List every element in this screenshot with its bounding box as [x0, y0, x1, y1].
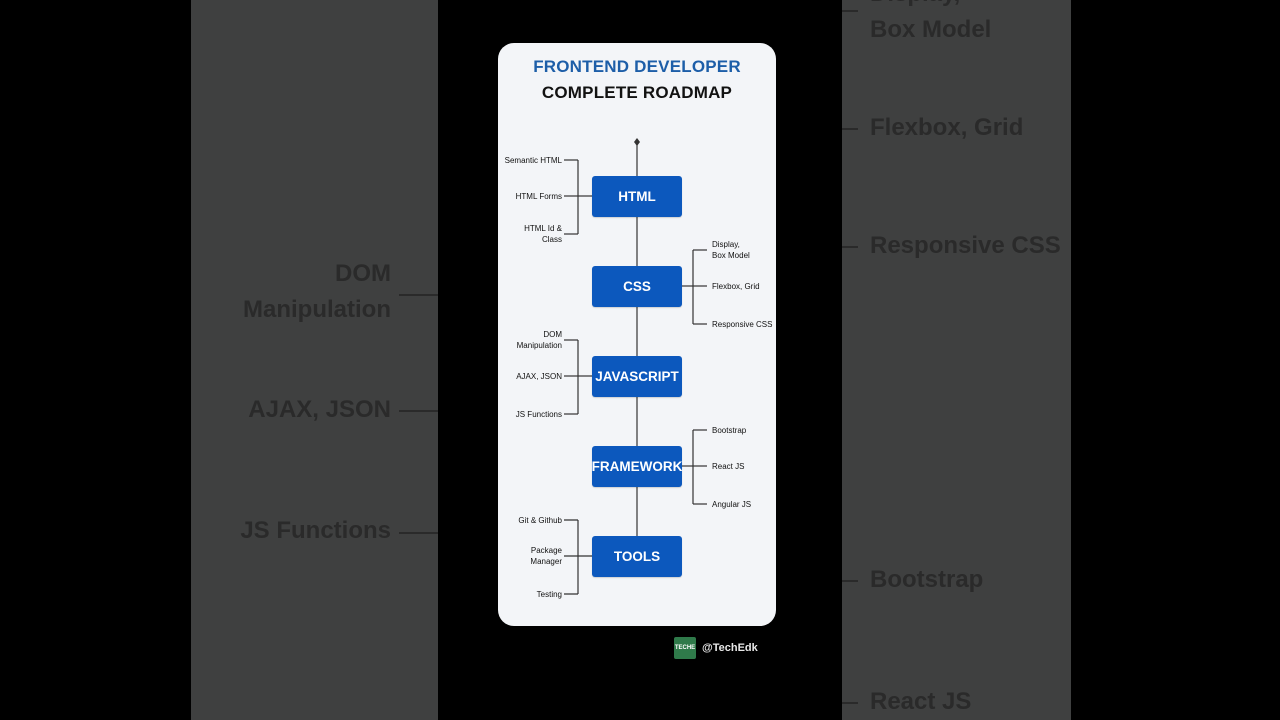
- topic-label: Testing: [536, 589, 562, 599]
- background-connector: [842, 246, 858, 248]
- background-panel-right: Display, Box Model Flexbox, Grid Respons…: [842, 0, 1071, 720]
- background-label: AJAX, JSON: [248, 396, 391, 423]
- topic-label: React JS: [712, 461, 745, 471]
- background-connector: [399, 410, 438, 412]
- background-label: JS Functions: [240, 517, 391, 544]
- roadmap-subtitle: COMPLETE ROADMAP: [541, 83, 733, 102]
- background-panel-left: DOM Manipulation AJAX, JSON JS Functions: [191, 0, 438, 720]
- channel-watermark: TECHE @TechEdk: [674, 637, 758, 659]
- topic-label: Bootstrap: [712, 425, 747, 435]
- roadmap-node-framework: FRAMEWORK: [592, 445, 682, 487]
- background-label: Responsive CSS: [870, 232, 1061, 259]
- topic-label: AJAX, JSON: [516, 371, 562, 381]
- topic-label: Display,Box Model: [712, 240, 750, 260]
- roadmap-title: FRONTEND DEVELOPER: [533, 57, 741, 76]
- roadmap-node-css: CSS: [592, 265, 682, 307]
- topic-label: HTML Id &Class: [524, 224, 562, 244]
- background-connector: [399, 532, 438, 534]
- topic-label: Angular JS: [712, 499, 752, 509]
- channel-logo: TECHE: [674, 637, 696, 659]
- spine-start-marker: [634, 138, 640, 146]
- background-label: Bootstrap: [870, 566, 984, 593]
- connector-lines: [564, 138, 707, 595]
- topic-label: HTML Forms: [515, 191, 562, 201]
- roadmap-node-tools: TOOLS: [592, 535, 682, 577]
- background-connector: [842, 10, 858, 12]
- topic-label: Semantic HTML: [504, 155, 562, 165]
- roadmap-card: FRONTEND DEVELOPER COMPLETE ROADMAP HTML…: [498, 43, 776, 626]
- background-label: Flexbox, Grid: [870, 114, 1024, 141]
- topic-label: JS Functions: [515, 409, 562, 419]
- roadmap-node-javascript: JAVASCRIPT: [592, 355, 682, 397]
- background-connector: [842, 580, 858, 582]
- roadmap-node-html: HTML: [592, 175, 682, 217]
- topic-label: Flexbox, Grid: [712, 281, 760, 291]
- channel-handle: @TechEdk: [702, 642, 758, 654]
- background-label: Display, Box Model: [870, 0, 992, 43]
- background-connector: [842, 702, 858, 704]
- background-label: DOM Manipulation: [243, 260, 391, 323]
- topic-label: Responsive CSS: [712, 319, 773, 329]
- background-connector: [399, 294, 438, 296]
- background-label: React JS: [870, 688, 972, 715]
- background-connector: [842, 128, 858, 130]
- topic-label: Git & Github: [518, 515, 562, 525]
